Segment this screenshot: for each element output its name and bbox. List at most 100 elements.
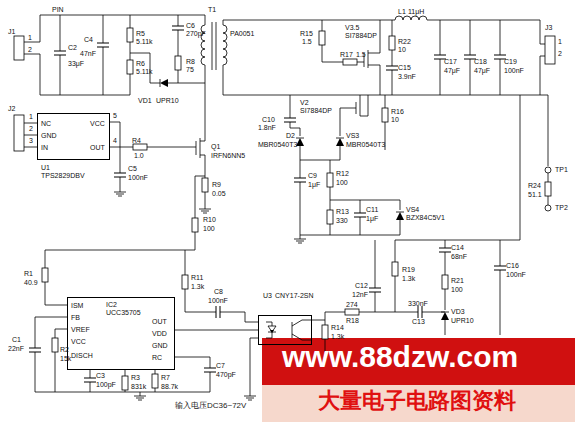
part-label: 100: [451, 286, 463, 293]
part-label: 1.3k: [402, 275, 415, 282]
part-label: 1.5: [356, 51, 366, 58]
part-label: VD3: [451, 308, 465, 315]
part-label: V2: [300, 99, 309, 106]
part-label: C2: [68, 44, 77, 51]
wire-connector: [175, 330, 258, 331]
part-label: TP1: [555, 166, 568, 173]
part-label: 3: [29, 137, 33, 144]
part-label: 47μF: [444, 67, 460, 74]
part-label: 1.0: [134, 152, 144, 159]
part-label: 51.1: [528, 191, 542, 198]
part-label: 10: [398, 46, 406, 53]
part-label: BZX84C5V1: [406, 214, 445, 221]
part-label: R22: [398, 38, 411, 45]
part-label: 100nF: [128, 174, 148, 181]
watermark-banner: [262, 385, 575, 422]
pin-name: ISM: [71, 302, 83, 309]
part-label: R3: [131, 374, 140, 381]
part-label: V3.5: [345, 24, 359, 31]
watermark: 大量电子电路图资料: [318, 390, 516, 412]
part-label: R18: [346, 317, 359, 324]
part-label: C8: [214, 288, 223, 295]
part-label: 2: [28, 46, 32, 53]
part-label: R19: [402, 266, 415, 273]
part-label: T1: [208, 6, 216, 13]
pin-name: TPS2829DBV: [41, 172, 85, 179]
part-label: 1.3k: [331, 333, 344, 340]
part-label: 3.9nF: [398, 73, 416, 80]
part-label: C15: [398, 64, 411, 71]
part-label: 2: [29, 125, 33, 132]
part-label: C10: [262, 116, 275, 123]
pin-name: GND: [41, 132, 57, 139]
part-label: R10: [203, 216, 216, 223]
part-label: C12: [355, 282, 368, 289]
pin-name: OUT: [90, 144, 105, 151]
part-label: 1.5: [302, 38, 312, 45]
part-label: Q1: [211, 143, 220, 150]
part-label: 5.11k: [136, 38, 153, 45]
wires: [14, 15, 555, 392]
part-label: R12: [336, 170, 349, 177]
part-label: 47nF: [80, 50, 96, 57]
pin-name: CNY17-2SN: [275, 292, 314, 299]
part-label: C19: [504, 58, 517, 65]
part-label: UPR10: [451, 317, 474, 324]
part-label: 12nF: [352, 291, 368, 298]
pin-name: VCC: [71, 338, 86, 345]
part-label: 100: [203, 225, 215, 232]
part-label: 274: [346, 301, 358, 308]
part-label: UPR10: [156, 97, 179, 104]
part-label: R6: [136, 60, 145, 67]
part-label: R9: [212, 181, 221, 188]
part-label: PA0051: [230, 30, 254, 37]
part-label: R4: [132, 137, 141, 144]
part-label: C16: [506, 262, 519, 269]
part-label: R2: [60, 346, 69, 353]
part-label: R7: [161, 374, 170, 381]
part-label: VS3: [346, 132, 359, 139]
part-label: 100: [336, 179, 348, 186]
part-label: 0.05: [212, 190, 226, 197]
ic-box: NCGNDINVCCOUTU1TPS2829DBV: [37, 113, 110, 160]
part-label: 1.3k: [191, 283, 204, 290]
part-label: J2: [8, 105, 15, 112]
pin-name: VREF: [71, 326, 90, 333]
part-label: 10: [391, 116, 399, 123]
part-label: C5: [128, 165, 137, 172]
part-label: 5: [113, 112, 117, 119]
part-label: 22nF: [8, 345, 24, 352]
part-label: MBR0540T3: [346, 141, 385, 148]
part-label: R15: [300, 30, 313, 37]
pin-name: VDD: [152, 330, 167, 337]
part-label: 11μH: [408, 8, 424, 15]
part-label: C9: [308, 172, 317, 179]
part-label: TP2: [555, 204, 568, 211]
part-label: 100nF: [208, 297, 228, 304]
part-label: R16: [391, 108, 404, 115]
part-label: C6: [186, 22, 195, 29]
part-label: J1: [8, 28, 15, 35]
pin-name: IN: [41, 144, 48, 151]
part-label: VS4: [406, 206, 419, 213]
part-label: C11: [366, 206, 378, 213]
part-label: C7: [216, 362, 225, 369]
part-label: 5.11k: [136, 68, 153, 75]
pin-name: FB: [71, 314, 80, 321]
part-label: C17: [444, 58, 457, 65]
watermark: www.88dzw.com: [282, 342, 518, 372]
part-label: 1.8nF: [258, 124, 276, 131]
part-label: 40.9: [24, 279, 38, 286]
ic-box: IC2UCC35705ISMFBVREFVCCDISCHOUTVDDGNDRC: [67, 297, 175, 370]
pin-name: IC2: [106, 301, 117, 308]
part-label: 75: [186, 66, 194, 73]
part-label: 4: [113, 137, 117, 144]
part-label: 1μF: [366, 215, 378, 222]
watermark-banner: [262, 338, 575, 385]
ic-box: U3CNY17-2SN: [258, 315, 312, 345]
pin-name: NC: [41, 120, 51, 127]
pin-name: UCC35705: [106, 309, 141, 316]
part-label: 68nF: [451, 253, 467, 260]
part-label: 270pF: [186, 30, 206, 37]
